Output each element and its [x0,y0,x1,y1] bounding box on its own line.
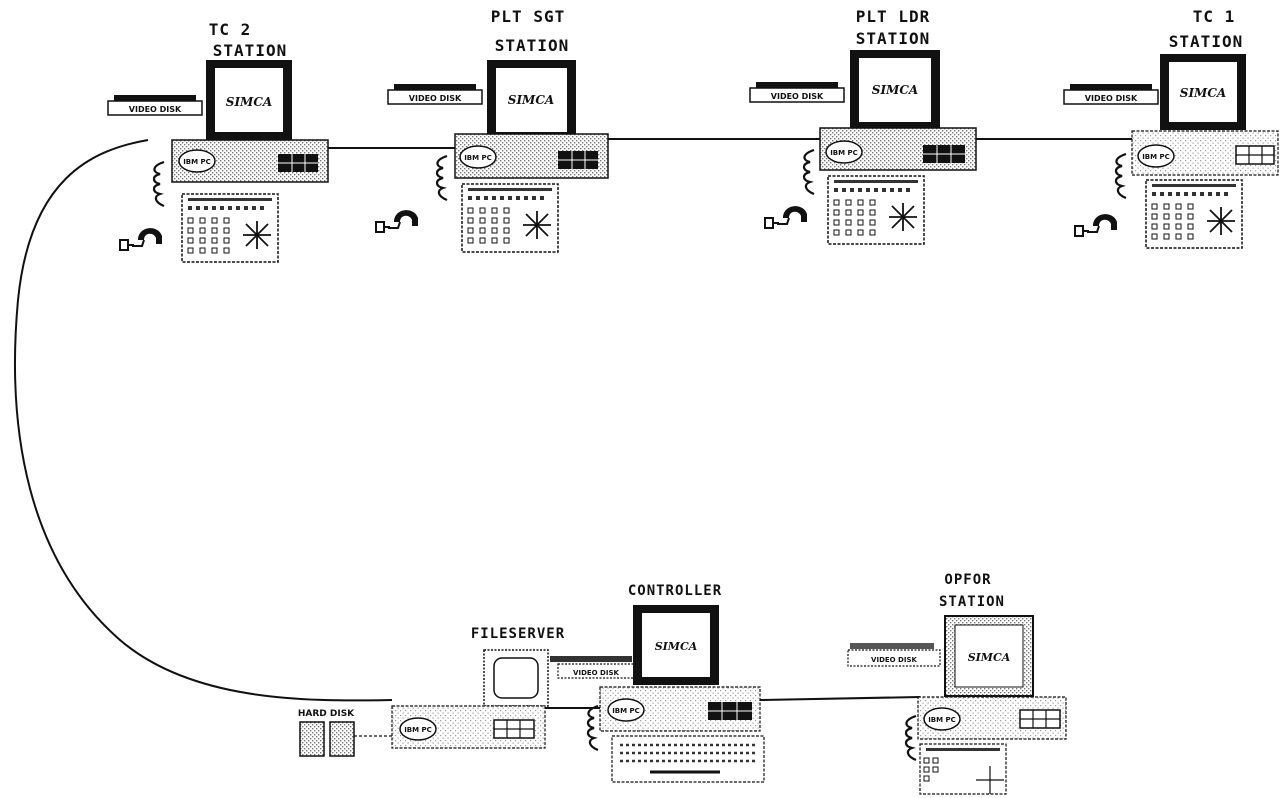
station-plt-ldr: PLT LDR STATION VIDEO DISK SIMCA IBM PC [749,7,977,245]
station-title-line2: STATION [495,36,569,55]
coiled-cable [152,160,166,208]
pc-unit: IBM PC [454,133,609,179]
pc-unit: IBM PC [917,696,1067,740]
station-tc1: TC 1 STATION VIDEO DISK SIMCA IBM PC [1063,7,1279,249]
pc-unit: IBM PC [1131,130,1279,176]
monitor: SIMCA [944,615,1034,697]
monitor: SIMCA [633,605,719,685]
pc-badge: IBM PC [1142,153,1170,161]
fileserver-label: FILESERVER [471,626,565,642]
monitor-screen-text: SIMCA [508,93,554,107]
monitor-screen-text: SIMCA [872,83,918,97]
pc-unit: IBM PC [599,686,761,732]
monitor-screen-text: SIMCA [968,651,1011,664]
controller-label: CONTROLLER [628,583,722,599]
video-disc-label: VIDEO DISK [573,669,619,677]
headset-icon [119,227,163,251]
station-title-line2: STATION [939,594,1005,610]
pc-badge: IBM PC [928,716,956,724]
station-title-line1: PLT SGT [491,7,565,26]
keypad [461,183,559,253]
coiled-cable [904,714,918,762]
monitor-screen-text: SIMCA [226,95,272,109]
headset-icon [375,209,419,233]
video-disc-label: VIDEO DISK [771,92,824,101]
coiled-cable [586,704,600,752]
headset-icon [1074,213,1118,237]
hard-disk-label: HARD DISK [298,709,355,719]
video-disc-player: VIDEO DISK [847,643,941,667]
video-disc-player: VIDEO DISK [387,83,483,105]
monitor-screen-text: SIMCA [655,640,698,653]
pc-badge: IBM PC [612,707,640,715]
station-title-line2: STATION [856,29,930,48]
headset-icon [764,205,808,229]
station-plt-sgt: PLT SGT STATION VIDEO DISK SIMCA IBM PC [375,7,609,253]
station-title-line1: OPFOR [944,572,991,588]
station-tc2: TC 2 STATION VIDEO DISK SIMCA IBM PC [107,20,329,263]
monitor: SIMCA [487,60,576,140]
video-disc-player: VIDEO DISK [749,81,845,103]
video-disc-label: VIDEO DISK [1085,94,1138,103]
pc-unit: IBM PC [171,139,329,183]
video-disc-label: VIDEO DISK [129,105,182,114]
keypad [919,743,1007,795]
fileserver: FILESERVER IBM PC HARD DISK [298,626,565,757]
monitor: SIMCA [206,60,292,140]
monitor: SIMCA [850,50,940,130]
station-opfor: OPFOR STATION VIDEO DISK SIMCA IBM PC [847,572,1067,795]
coiled-cable [802,148,816,196]
station-title-line2: STATION [213,41,287,60]
keypad [827,175,925,245]
pc-unit: IBM PC [819,127,977,171]
video-disc-player: VIDEO DISK [550,656,635,679]
fileserver-monitor [483,649,549,707]
keypad [181,193,279,263]
video-disc-player: VIDEO DISK [107,94,203,116]
video-disc-player: VIDEO DISK [1063,83,1159,105]
pc-badge: IBM PC [830,149,858,157]
keypad [1145,179,1243,249]
station-title-line2: STATION [1169,32,1243,51]
keyboard [611,735,765,783]
monitor: SIMCA [1160,54,1246,130]
video-disc-label: VIDEO DISK [871,656,917,664]
station-title-line1: TC 1 [1193,7,1236,26]
pc-badge: IBM PC [404,726,432,734]
controller: CONTROLLER VIDEO DISK SIMCA IBM PC [550,583,765,783]
coiled-cable [1114,152,1128,200]
station-title-line1: PLT LDR [856,7,930,26]
video-disc-label: VIDEO DISK [409,94,462,103]
coiled-cable [435,154,449,202]
network-cable [14,138,1132,709]
pc-badge: IBM PC [464,154,492,162]
pc-badge: IBM PC [183,158,211,166]
hard-disk: HARD DISK [298,709,392,757]
pc-unit: IBM PC [391,705,546,749]
monitor-screen-text: SIMCA [1180,86,1226,100]
station-title-line1: TC 2 [209,20,252,39]
